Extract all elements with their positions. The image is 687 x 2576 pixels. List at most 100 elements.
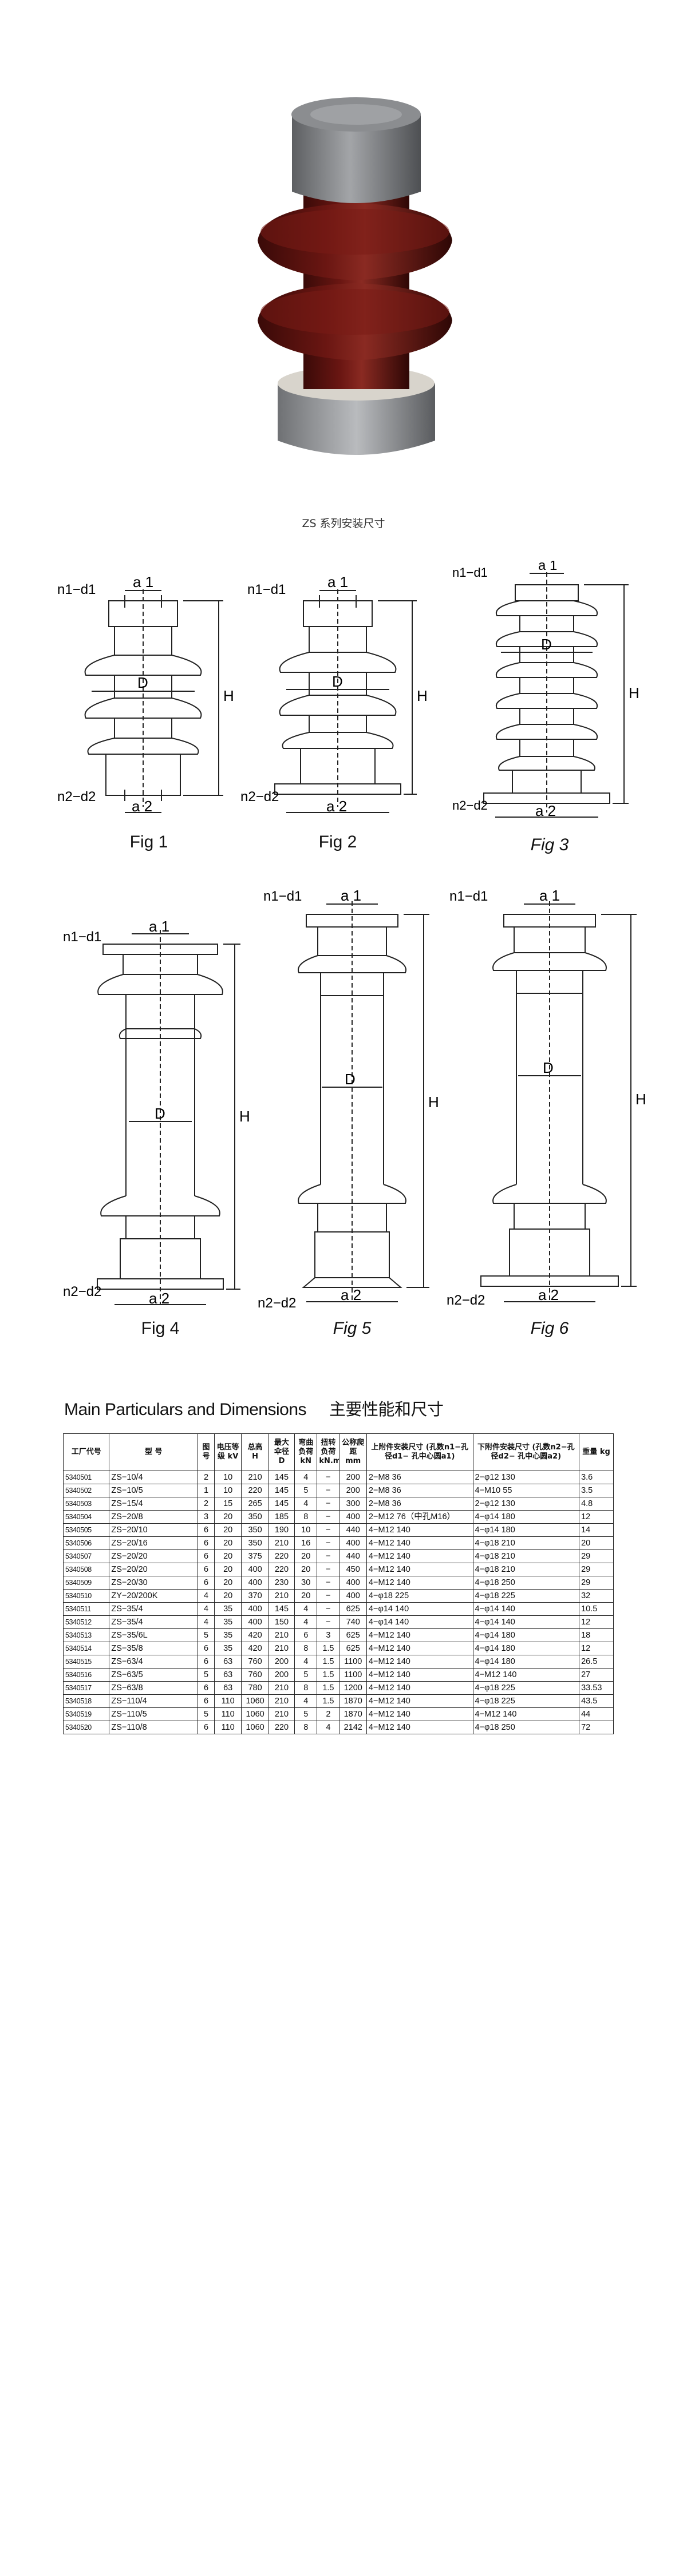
- table-cell: 5: [294, 1484, 318, 1497]
- table-cell: 1.5: [317, 1655, 340, 1669]
- figure-4: n1−d1 a 1 D H n2−d2 a 2 Fig 4: [63, 916, 258, 1350]
- spec-header-cell: 弯曲负荷 kN: [294, 1433, 318, 1471]
- table-cell: 625: [339, 1602, 367, 1616]
- table-cell: 740: [339, 1615, 367, 1629]
- table-cell: 4−M12 140: [366, 1668, 473, 1682]
- height-dim-label: H: [428, 1093, 439, 1111]
- table-cell: 6: [198, 1681, 215, 1695]
- table-cell: 2−M8 36: [366, 1497, 473, 1511]
- table-cell: 145: [268, 1497, 295, 1511]
- table-cell: 4−M12 140: [366, 1681, 473, 1695]
- table-cell: 20: [294, 1549, 318, 1563]
- table-cell: ZY−20/200K: [109, 1589, 199, 1603]
- table-cell: 370: [241, 1589, 269, 1603]
- table-cell: 35: [214, 1602, 242, 1616]
- table-cell: 18: [579, 1628, 614, 1642]
- table-cell: −: [317, 1563, 340, 1576]
- table-cell: 4: [294, 1615, 318, 1629]
- table-cell: ZS−20/16: [109, 1536, 199, 1550]
- spec-header-cell: 图号: [198, 1433, 215, 1471]
- table-cell: 2: [198, 1497, 215, 1511]
- table-cell: 3: [198, 1510, 215, 1524]
- table-cell: 6: [294, 1628, 318, 1642]
- center-dim-label: D: [345, 1071, 356, 1088]
- table-cell: 625: [339, 1642, 367, 1655]
- table-cell: ZS−35/8: [109, 1642, 199, 1655]
- table-cell: 440: [339, 1549, 367, 1563]
- table-cell: 63: [214, 1655, 242, 1669]
- table-cell: 4−φ14 140: [472, 1602, 580, 1616]
- table-cell: 110: [214, 1707, 242, 1721]
- table-cell: 5340502: [62, 1484, 110, 1497]
- table-cell: 26.5: [579, 1655, 614, 1669]
- spec-header-cell: 总高 H: [241, 1433, 269, 1471]
- table-cell: 5340517: [62, 1681, 110, 1695]
- table-cell: ZS−35/4: [109, 1602, 199, 1616]
- table-cell: 4: [294, 1602, 318, 1616]
- table-cell: 350: [241, 1536, 269, 1550]
- table-cell: ZS−20/30: [109, 1576, 199, 1590]
- center-dim-label: D: [332, 673, 343, 690]
- table-cell: ZS−63/5: [109, 1668, 199, 1682]
- height-dim-label: H: [635, 1091, 646, 1108]
- table-cell: 4−φ18 210: [472, 1563, 580, 1576]
- table-cell: 6: [198, 1576, 215, 1590]
- table-cell: 400: [339, 1576, 367, 1590]
- table-cell: 20: [579, 1536, 614, 1550]
- table-cell: −: [317, 1549, 340, 1563]
- table-cell: 4.8: [579, 1497, 614, 1511]
- table-cell: 210: [241, 1471, 269, 1484]
- bottom-dim-label: a 2: [149, 1290, 169, 1307]
- table-cell: 4: [198, 1602, 215, 1616]
- spec-header-cell: 最大伞径 D: [268, 1433, 295, 1471]
- table-cell: 350: [241, 1523, 269, 1537]
- spec-header-cell: 扭转负荷 kN.m: [317, 1433, 340, 1471]
- table-cell: 4−φ18 225: [472, 1681, 580, 1695]
- table-cell: 4−M12 140: [366, 1655, 473, 1669]
- bottom-dim-label: a 2: [538, 1286, 559, 1303]
- table-cell: 43.5: [579, 1694, 614, 1708]
- table-cell: 5340510: [62, 1589, 110, 1603]
- table-cell: 400: [241, 1576, 269, 1590]
- bottom-dim-label: a 2: [535, 802, 556, 819]
- top-holes-label: n1−d1: [247, 582, 286, 597]
- table-cell: 4−φ14 180: [472, 1642, 580, 1655]
- table-cell: 35: [214, 1628, 242, 1642]
- table-cell: −: [317, 1484, 340, 1497]
- table-cell: 4−φ14 180: [472, 1510, 580, 1524]
- top-dim-label: a 1: [133, 573, 153, 591]
- table-cell: 5340503: [62, 1497, 110, 1511]
- table-cell: 210: [268, 1694, 295, 1708]
- table-cell: 400: [339, 1510, 367, 1524]
- center-dim-label: D: [543, 1059, 554, 1076]
- figure-1-label: Fig 1: [129, 833, 168, 851]
- table-cell: 1.5: [317, 1668, 340, 1682]
- table-cell: 4−M12 140: [366, 1549, 473, 1563]
- table-cell: 4−M12 140: [366, 1721, 473, 1734]
- table-cell: −: [317, 1576, 340, 1590]
- table-cell: 5340512: [62, 1615, 110, 1629]
- table-cell: 4−φ14 180: [472, 1655, 580, 1669]
- table-cell: ZS−35/4: [109, 1615, 199, 1629]
- top-dim-label: a 1: [341, 887, 361, 904]
- table-cell: 4−M12 140: [366, 1707, 473, 1721]
- bottom-holes-label: n2−d2: [258, 1295, 296, 1311]
- top-holes-label: n1−d1: [263, 889, 302, 904]
- table-cell: 1200: [339, 1681, 367, 1695]
- table-cell: 350: [241, 1510, 269, 1524]
- figure-2: n1−d1 a 1 D H n2−d2 a 2 Fig 2: [240, 572, 435, 864]
- bottom-holes-label: n2−d2: [452, 798, 488, 813]
- table-cell: 200: [268, 1655, 295, 1669]
- table-cell: 5340508: [62, 1563, 110, 1576]
- height-dim-label: H: [629, 684, 639, 702]
- table-cell: 200: [268, 1668, 295, 1682]
- table-cell: 3: [317, 1628, 340, 1642]
- top-dim-label: a 1: [539, 887, 560, 904]
- table-cell: 4: [317, 1721, 340, 1734]
